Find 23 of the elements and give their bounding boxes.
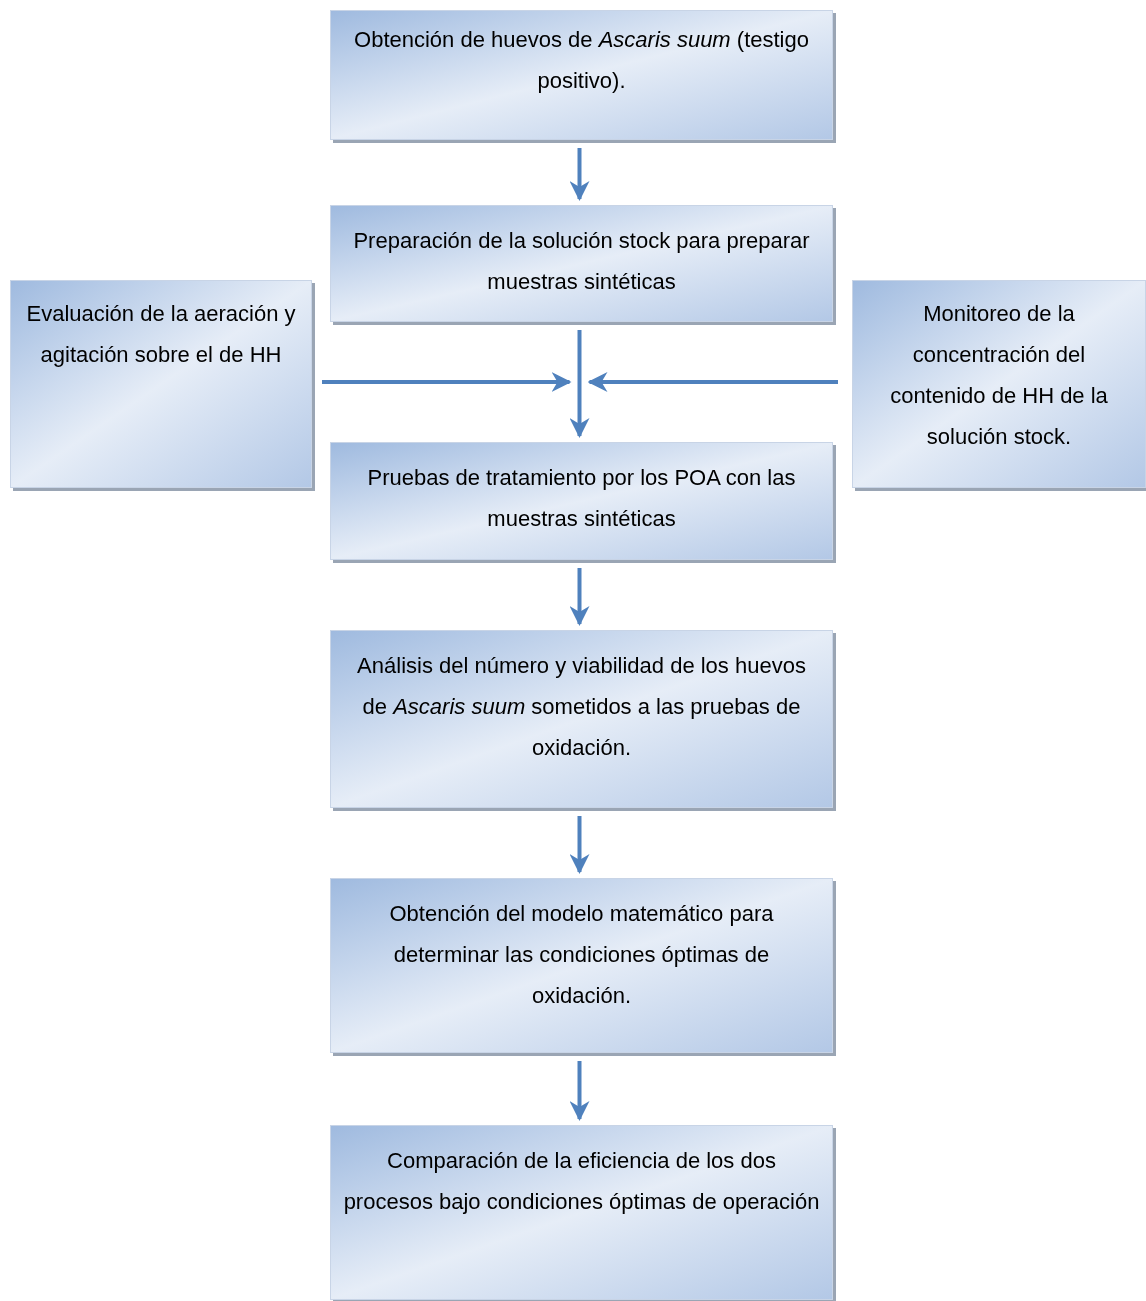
- step-text: Preparación de la solución stock para preparar muestras sintéticas: [352, 227, 811, 296]
- process-box: [330, 878, 833, 1053]
- step-text: Monitoreo de la concentración del contenido de HH de la solución stock.: [889, 300, 1109, 451]
- arrow: [587, 372, 838, 392]
- arrow: [569, 568, 590, 626]
- process-box: [10, 280, 312, 488]
- step-text: Evaluación de la aeración y agitación sobre el de HH: [25, 300, 297, 369]
- arrow: [569, 816, 590, 874]
- process-box: [330, 1125, 833, 1300]
- step-text: Comparación de la eficiencia de los dos procesos bajo condiciones óptimas de operación: [343, 1147, 820, 1216]
- process-box: [330, 442, 833, 560]
- step-text: Obtención del modelo matemático para determinar las condiciones óptimas de oxidación.: [388, 900, 775, 1010]
- arrow: [569, 330, 590, 438]
- arrow: [569, 1061, 590, 1121]
- step-text: Análisis del número y viabilidad de los huevos de Ascaris suum sometidos a las pruebas de oxidación.: [356, 652, 807, 762]
- process-box: [330, 205, 833, 322]
- process-box: [330, 10, 833, 140]
- step-text: Pruebas de tratamiento por los POA con las muestras sintéticas: [366, 464, 797, 533]
- process-box: [852, 280, 1146, 488]
- process-box: [330, 630, 833, 808]
- step-text: Obtención de huevos de Ascaris suum (testigo positivo).: [353, 26, 810, 95]
- arrow: [569, 148, 590, 201]
- arrow: [322, 372, 572, 392]
